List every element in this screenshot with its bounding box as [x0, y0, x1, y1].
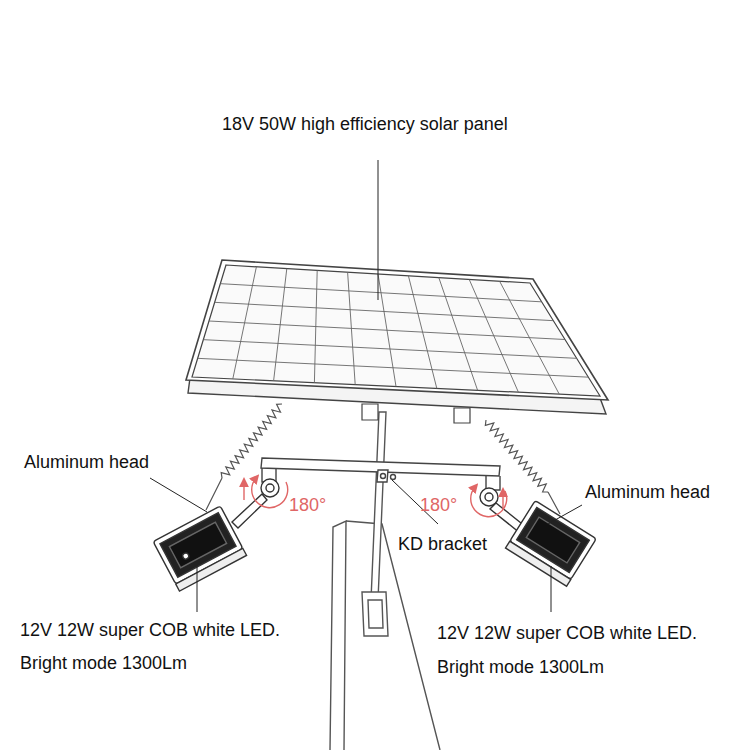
flood-light	[480, 488, 596, 586]
rotation-arrow	[244, 478, 507, 517]
flood-light	[153, 479, 279, 591]
panel-cell-line	[220, 284, 541, 302]
pole	[362, 412, 388, 636]
spec-label: 12V 12W super COB white LED.	[20, 619, 280, 641]
part-label: Aluminum head	[24, 451, 149, 473]
panel-cell-line	[215, 302, 554, 320]
leader-line	[150, 160, 582, 612]
panel-cell-line	[209, 321, 565, 340]
panel-cell-line	[203, 340, 576, 359]
part-label: 18V 50W high efficiency solar panel	[222, 113, 508, 135]
solar-panel	[186, 260, 608, 423]
kd-bracket	[261, 458, 500, 490]
spec-label: 12V 12W super COB white LED.	[437, 622, 697, 644]
spec-label: Bright mode 1300Lm	[437, 656, 604, 678]
part-label: KD bracket	[398, 533, 487, 555]
part-label: Aluminum head	[585, 481, 710, 503]
angle-label: 180°	[289, 494, 326, 516]
spec-label: Bright mode 1300Lm	[20, 652, 187, 674]
pillar	[330, 521, 440, 750]
panel-cell-line	[198, 358, 589, 377]
angle-label: 180°	[420, 494, 457, 516]
